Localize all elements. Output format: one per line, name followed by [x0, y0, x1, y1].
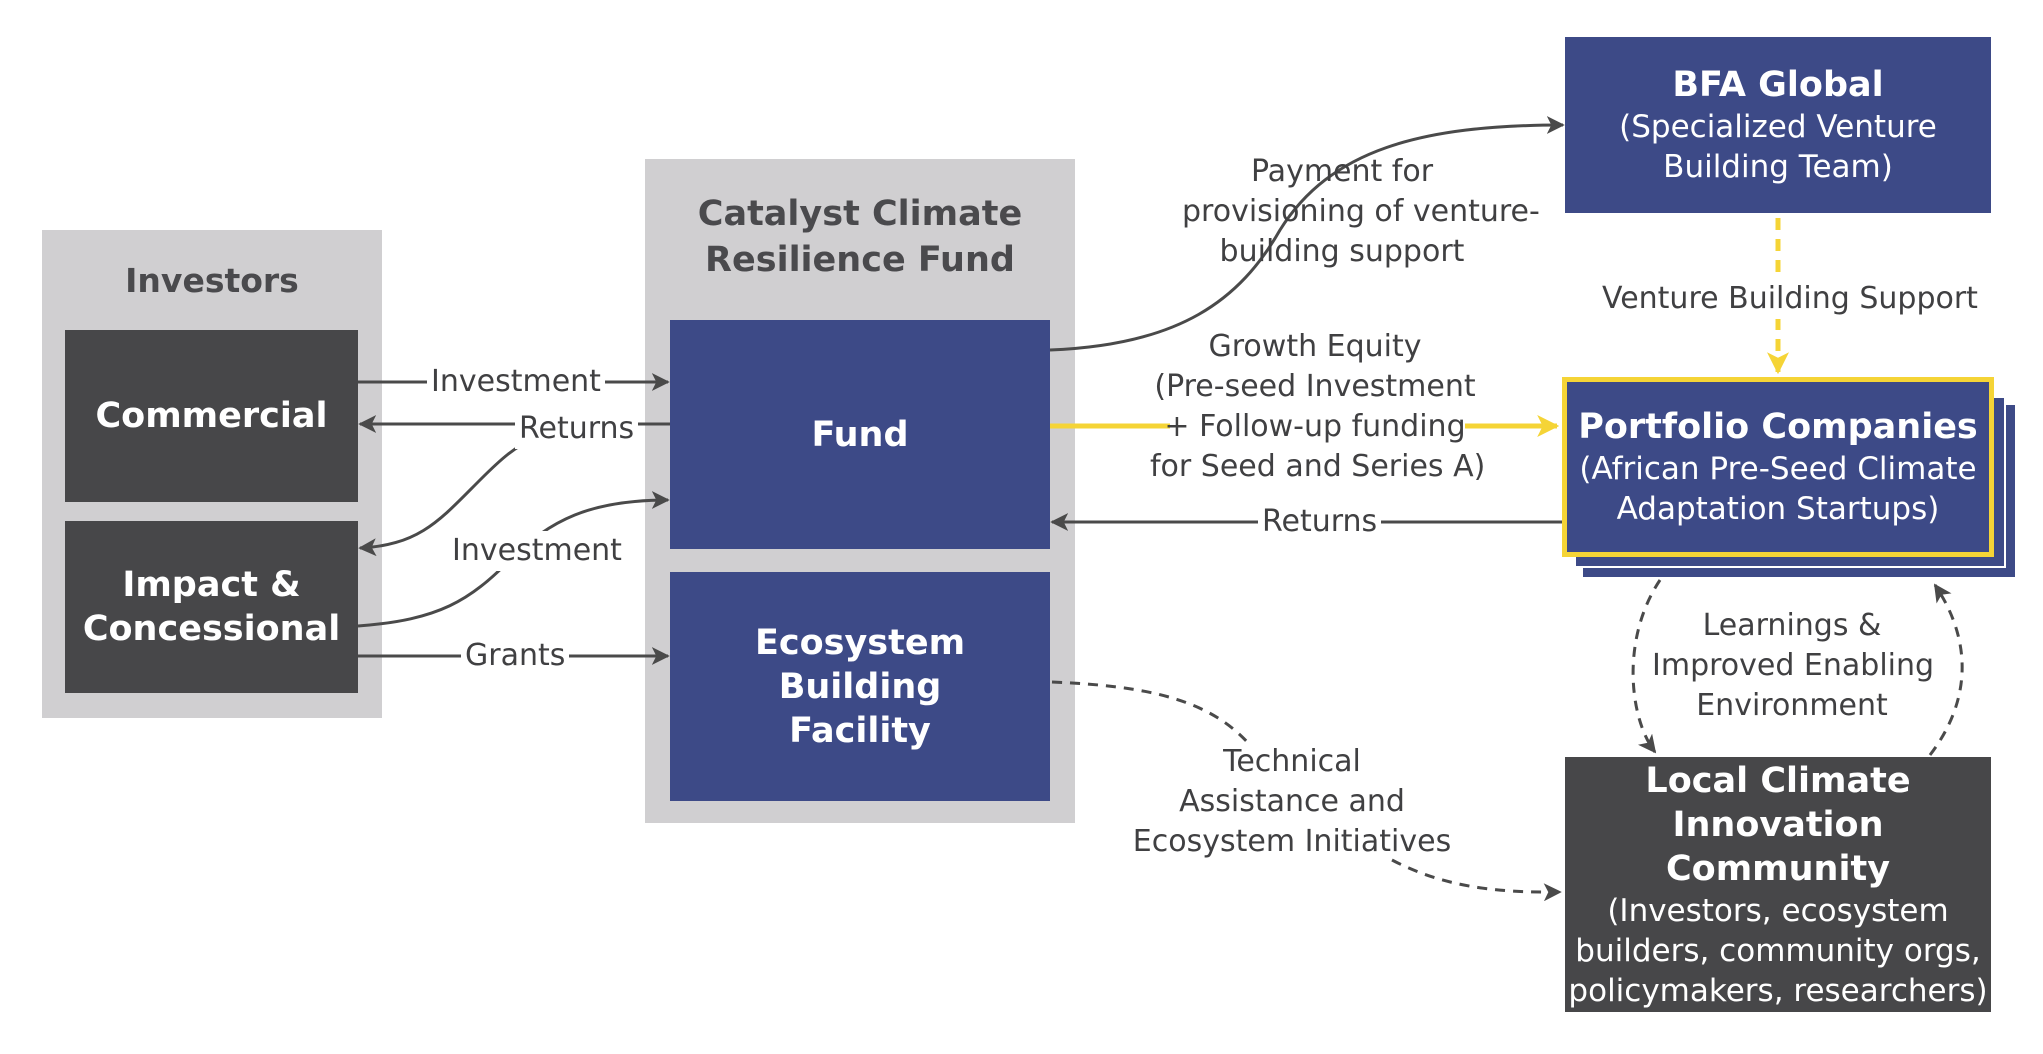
community-title-line2: Innovation Community — [1665, 804, 1891, 889]
community-subtitle-line3: policymakers, researchers) — [1568, 972, 1988, 1009]
portfolio-subtitle-line1: (African Pre-Seed Climate — [1579, 451, 1977, 487]
label-learnings-line3: Environment — [1696, 688, 1888, 723]
label-growth-line3: + Follow-up funding — [1164, 409, 1466, 444]
label-payment-line2: provisioning of venture- — [1182, 194, 1540, 229]
bfa-title: BFA Global — [1672, 65, 1884, 105]
label-payment-line3: building support — [1219, 234, 1465, 269]
label-ta-line2: Assistance and — [1179, 784, 1405, 819]
label-growth-line1: Growth Equity — [1208, 329, 1422, 364]
fund-group-title: Catalyst Climate Resilience Fund — [645, 191, 1075, 283]
label-learnings-line2: Improved Enabling — [1652, 648, 1935, 683]
bfa-subtitle-line1: (Specialized Venture — [1619, 109, 1937, 145]
fund-group-title-line1: Catalyst Climate — [697, 194, 1023, 234]
label-investment-commercial: Investment — [427, 362, 605, 402]
label-technical-assistance: Technical Assistance and Ecosystem Initi… — [1132, 742, 1452, 862]
local-community-box: Local Climate Innovation Community (Inve… — [1565, 757, 1991, 1012]
label-payment: Payment for provisioning of venture- bui… — [1182, 152, 1540, 272]
fund-box: Fund — [670, 320, 1050, 549]
portfolio-subtitle-line2: Adaptation Startups) — [1616, 491, 1940, 527]
label-payment-line1: Payment for — [1250, 154, 1434, 189]
ebf-label-line1: Ecosystem Building — [754, 622, 966, 707]
label-growth-line2: (Pre-seed Investment — [1154, 369, 1476, 404]
label-learnings-line1: Learnings & — [1702, 608, 1882, 643]
arrow-payment-bfa — [1049, 116, 1565, 352]
commercial-box: Commercial — [65, 330, 358, 502]
bfa-global-box: BFA Global (Specialized Venture Building… — [1565, 37, 1991, 213]
investors-title: Investors — [125, 261, 299, 300]
label-investment-impact: Investment — [448, 531, 626, 571]
commercial-label: Commercial — [95, 396, 328, 436]
portfolio-title: Portfolio Companies — [1578, 407, 1978, 447]
fund-label: Fund — [811, 414, 909, 455]
community-subtitle-line1: (Investors, ecosystem — [1607, 892, 1949, 929]
label-learnings: Learnings & Improved Enabling Environmen… — [1652, 606, 1935, 726]
community-title-line1: Local Climate — [1645, 760, 1911, 801]
ecosystem-building-facility-box: Ecosystem Building Facility — [670, 572, 1050, 801]
label-growth-equity: Growth Equity (Pre-seed Investment + Fol… — [1150, 327, 1486, 487]
impact-label-line1: Impact & — [122, 565, 301, 605]
impact-concessional-box: Impact & Concessional — [65, 521, 358, 693]
fund-group-title-line2: Resilience Fund — [705, 240, 1015, 280]
arrow-technical-assistance — [1051, 680, 1252, 746]
portfolio-companies-box: Portfolio Companies (African Pre-Seed Cl… — [1562, 377, 1994, 557]
bfa-subtitle-line2: Building Team) — [1663, 149, 1893, 185]
label-growth-line4: for Seed and Series A) — [1150, 449, 1486, 484]
arrow-learnings-up — [1928, 583, 1964, 756]
label-returns-portfolio: Returns — [1258, 502, 1382, 542]
arrow-technical-assistance-lower — [1391, 858, 1562, 902]
arrow-learnings-down — [1631, 579, 1662, 754]
impact-label-line2: Concessional — [82, 609, 341, 649]
label-returns-commercial: Returns — [515, 409, 639, 449]
label-ta-line1: Technical — [1223, 744, 1361, 779]
label-venture-support: Venture Building Support — [1598, 279, 1982, 319]
ebf-label-line2: Facility — [789, 710, 931, 751]
label-grants: Grants — [461, 636, 570, 676]
label-ta-line3: Ecosystem Initiatives — [1132, 824, 1452, 859]
community-subtitle-line2: builders, community orgs, — [1575, 932, 1981, 969]
